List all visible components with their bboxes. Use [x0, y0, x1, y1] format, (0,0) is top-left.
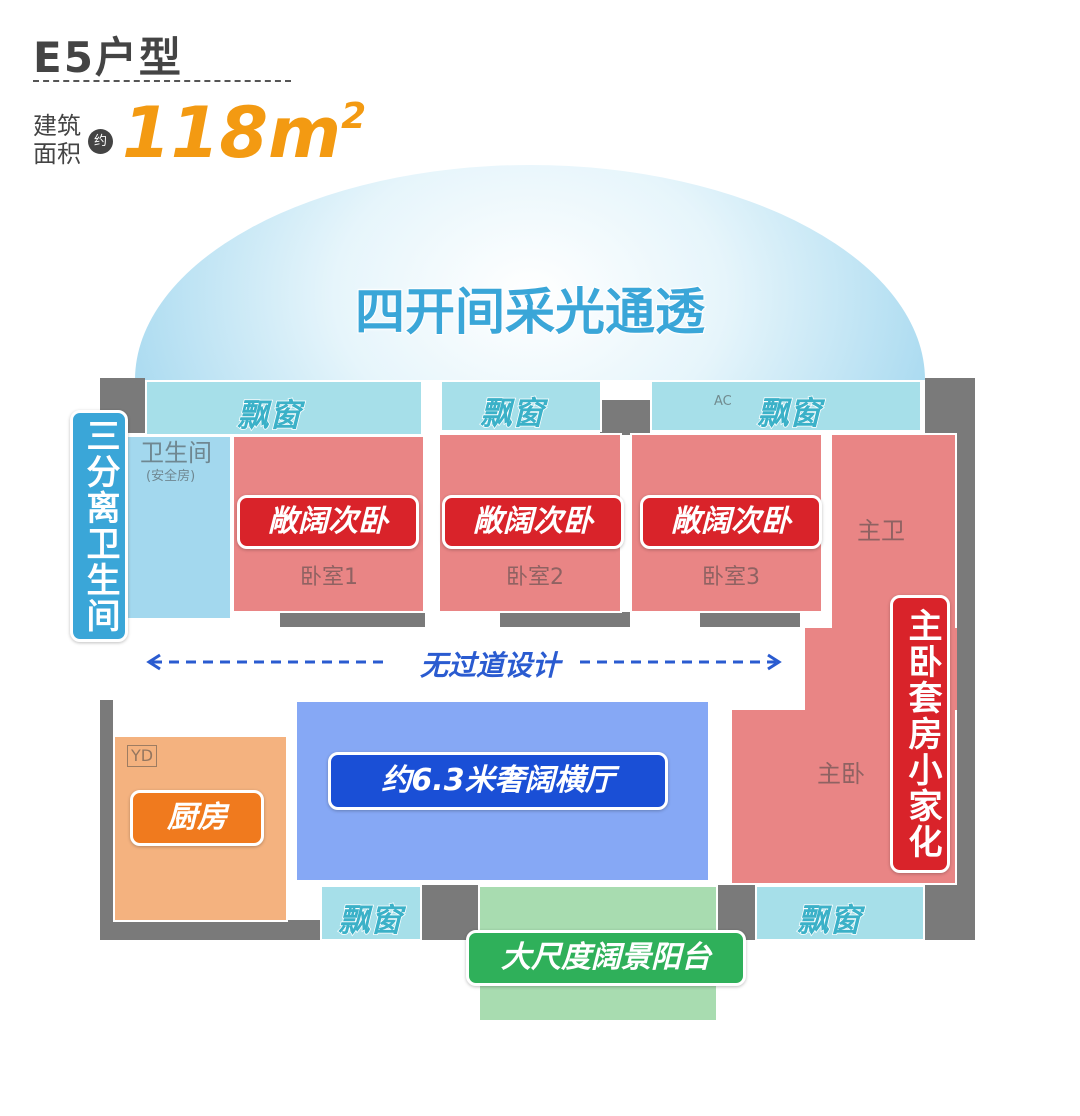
bedroom-plan-label: 卧室3 — [702, 565, 760, 590]
floorplan-title: E5户型 — [33, 33, 183, 82]
bay-window-label: 飘窗 — [796, 900, 862, 940]
master-bed-plan-label: 主卧 — [817, 760, 865, 788]
area-label-line1: 建筑 — [33, 112, 81, 140]
no-corridor-label: 无过道设计 — [419, 649, 560, 682]
bay-window-5: 飘窗 — [755, 885, 925, 941]
approx-badge: 约 — [88, 129, 113, 154]
area-label: 建筑面积 — [33, 112, 81, 168]
no-corridor-arrow — [146, 653, 782, 671]
wall-left-lower — [100, 700, 113, 940]
bay-window-label: 飘窗 — [337, 900, 403, 940]
bath-plan-label: 卫生间 — [140, 439, 212, 467]
bay-window-1: 飘窗 — [145, 380, 423, 436]
title-divider — [33, 80, 291, 82]
area-number: 118m — [122, 92, 342, 174]
bay-window-label: 飘窗 — [479, 393, 545, 433]
area-unit-sup: 2 — [341, 96, 367, 137]
bay-window-label: 飘窗 — [756, 393, 822, 433]
area-value: 118m2 — [122, 92, 366, 174]
wall-segment — [700, 612, 800, 627]
dome-title: 四开间采光通透 — [354, 282, 706, 342]
wall-bottom — [100, 920, 320, 940]
bay-window-2: 飘窗 — [440, 380, 602, 433]
secondary-bedroom-tag-1: 敞阔次卧 — [237, 495, 419, 549]
bedroom-plan-label: 卧室1 — [300, 565, 358, 590]
bay-window-label: 飘窗 — [236, 395, 302, 435]
separated-bath-tag: 三分离卫生间 — [70, 410, 128, 642]
secondary-bedroom-tag-3: 敞阔次卧 — [640, 495, 822, 549]
area-label-line2: 面积 — [33, 140, 81, 168]
wall-bottom — [420, 885, 478, 940]
wall-top-mid — [600, 400, 650, 435]
master-suite-tag: 主卧套房小家化 — [890, 595, 950, 873]
bath-plan-note: (安全房) — [146, 469, 196, 484]
balcony-tag: 大尺度阔景阳台 — [466, 930, 746, 986]
bay-window-4: 飘窗 — [320, 885, 422, 941]
kitchen-tag: 厨房 — [130, 790, 264, 846]
ac-mark: AC — [714, 394, 732, 409]
bay-window-3: AC 飘窗 — [650, 380, 922, 433]
bedroom-plan-label: 卧室2 — [506, 565, 564, 590]
secondary-bedroom-tag-2: 敞阔次卧 — [442, 495, 624, 549]
living-room-tag: 约6.3米奢阔横厅 — [328, 752, 668, 810]
yd-mark: YD — [127, 745, 158, 767]
wall-segment — [500, 612, 630, 627]
master-bath-plan-label: 主卫 — [857, 517, 905, 545]
wall-segment — [280, 612, 425, 627]
